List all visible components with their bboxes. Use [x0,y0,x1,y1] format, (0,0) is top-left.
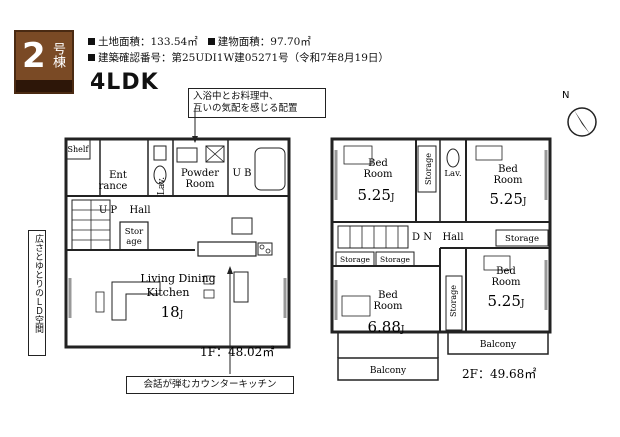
kitchen-label: Kitchen [147,286,190,299]
shelf-label: Shelf [68,145,90,154]
living-size-value: 18 [161,303,180,321]
living-size: 18J [161,303,184,321]
hall-label-2f: Hall [442,232,463,243]
storage-label-2f-1: Storage [424,153,433,185]
compass-north-label: N [562,90,569,101]
building-unit: 号棟 [50,42,65,68]
compass-icon: N [562,90,597,137]
bath-label: U B [233,168,252,179]
bed-room-1-size: 5.25J [357,186,394,204]
permit-info-line: 建築確認番号：第25UDI1W建05271号（令和7年8月19日） [88,50,389,65]
storage-label-2f-5: Storage [449,285,458,317]
storage-label-2f-4: Storage [380,255,411,264]
bed-room-4-size: 5.25J [487,292,524,310]
bed-room-1-size-value: 5.25 [357,186,390,204]
hall-label-1f: Hall [129,205,150,216]
living-size-unit: J [179,310,184,320]
second-floor-area: 2F：49.68㎡ [462,367,536,381]
kitchen-callout: 会話が弾むカウンターキッチン [126,376,294,394]
plan-type: 4LDK [90,70,159,95]
first-floor-plan [64,137,291,349]
bed-room-3-size-unit: J [400,325,405,335]
living-dining-label: Living Dining [140,272,215,285]
second-floor-plan [330,137,552,381]
storage-label-2f-2: Storage [505,234,539,244]
down-label: D N [412,232,432,243]
building-number-badge: 2 号棟 [14,30,74,94]
bed-room-3-size-value: 6.88 [367,318,400,336]
bed-room-4-size-value: 5.25 [487,292,520,310]
lav-label: Lav. [157,177,167,195]
ld-callout: 広さとゆとりのＬＤ空間 [28,230,46,356]
bath-callout: 入浴中とお料理中、 互いの気配を感じる配置 [188,88,326,118]
bed-room-4-size-unit: J [520,299,525,309]
bed-room-2-size-unit: J [522,197,527,207]
up-label: U P [99,205,118,216]
balcony-label-1: Balcony [370,366,407,376]
storage-label-2f-3: Storage [340,255,371,264]
permit-number: 建築確認番号：第25UDI1W建05271号（令和7年8月19日） [98,52,389,64]
lav-label-2f: Lav. [444,169,461,179]
bed-room-1-size-unit: J [390,193,395,203]
building-number: 2 [22,36,46,76]
building-area: 建物面積：97.70㎡ [217,36,311,48]
bed-room-2-size-value: 5.25 [489,190,522,208]
bed-room-3-size: 6.88J [367,318,404,336]
bed-room-2-size: 5.25J [489,190,526,208]
area-info-line: 土地面積：133.54㎡ 建物面積：97.70㎡ [88,34,311,49]
first-floor-area: 1F：48.02㎡ [200,345,274,359]
land-area: 土地面積：133.54㎡ [98,36,198,48]
badge-stripe [16,80,72,92]
balcony-label-2: Balcony [480,340,517,350]
